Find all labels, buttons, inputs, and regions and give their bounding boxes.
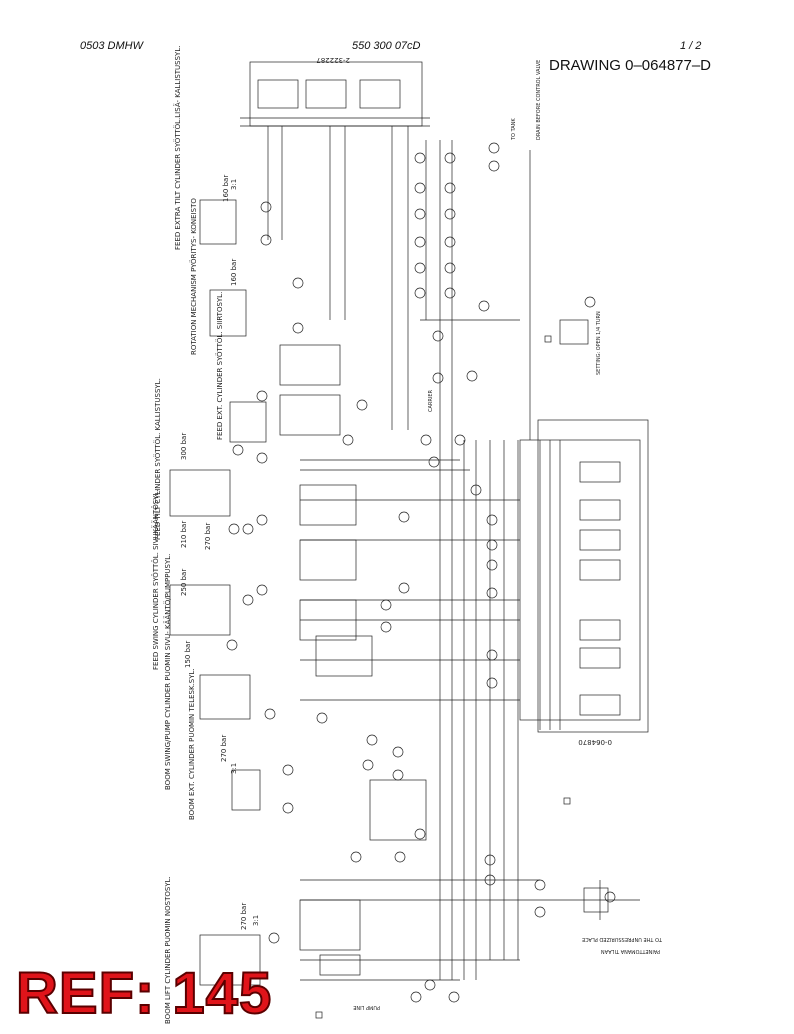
label-boom-ext-cylinder: BOOM EXT. CYLINDER PUOMIN TELESK.SYL. [188,668,196,820]
pressure-250-bar: 250 bar [180,569,188,596]
label-feed-extra-tilt-cylinder: FEED EXTRA TILT CYLINDER SYÖTTÖL.LISÄ- K… [173,46,182,250]
label-feed-ext-cylinder: FEED EXT. CYLINDER SYÖTTÖL. SIIRTOSYL. [215,292,224,440]
header-left-code: 0503 DMHW [80,40,143,52]
note-unpressurized-en: TO THE UNPRESSURIZED PLACE [582,936,663,942]
hydraulic-lines [300,140,640,981]
pressure-300-bar: 300 bar [180,433,188,460]
pressure-270-bar-a: 270 bar [204,523,212,550]
label-pump-line: PUMP LINE [353,1004,380,1010]
note-unpressurized-fi: PAINETTOMANA TILAAN [601,948,660,954]
pressure-150-bar: 150 bar [184,641,192,668]
note-drain: DRAIN BEFORE CONTROL VALVE [536,60,542,140]
label-to-tank: TO TANK [511,118,517,141]
label-2-322287: 2-322287 [316,56,350,64]
drawing-number: DRAWING 0–064877–D [549,57,712,74]
pressure-210-bar: 210 bar [180,521,188,548]
label-rotation-mechanism: ROTATION MECHANISM PYÖRITYS- KONEISTO [189,198,198,355]
pressure-270-bar-c: 270 bar [240,903,248,930]
header-document-code: 550 300 07cD [352,40,421,52]
label-feed-swing-cylinder: FEED SWING CYLINDER SYÖTTÖL. SIVUKÄÄNTÖS… [151,489,160,670]
label-0-064870: 0-064870 [578,738,612,746]
callout-circles [226,142,616,1003]
label-feed-tilt-cylinder: FEED TILT CYLINDER SYÖTTÖL. KALLISTUSSYL… [153,378,162,540]
ratio-label-2: 3:1 [230,763,238,774]
pressure-160-bar-top: 160 bar [222,175,230,202]
label-boom-swing-pump-cylinder: BOOM SWING/PUMP CYLINDER PUOMIN SIVU- KÄ… [163,554,172,790]
ratio-label-3: 3:1 [252,915,260,926]
note-setting-open: SETTING: OPEN 1/4 TURN [596,311,602,375]
ratio-label-1: 3:1 [230,179,238,190]
cylinder-symbols [169,199,609,986]
top-valve-block [240,61,430,430]
label-carrier: CARRIER [428,390,434,412]
pressure-160-bar-rotation: 160 bar [230,259,238,286]
label-boom-lift-cylinder: BOOM LIFT CYLINDER PUOMIN NOSTOSYL. [164,876,172,1024]
grid-markers [315,335,571,1019]
pressure-270-bar-b: 270 bar [220,735,228,762]
component-labels: FEED EXTRA TILT CYLINDER SYÖTTÖL.LISÄ- K… [151,46,663,1024]
reference-stamp: REF: 145 [15,961,273,1026]
main-control-valve [519,419,649,733]
header-page-number: 1 / 2 [680,40,702,52]
